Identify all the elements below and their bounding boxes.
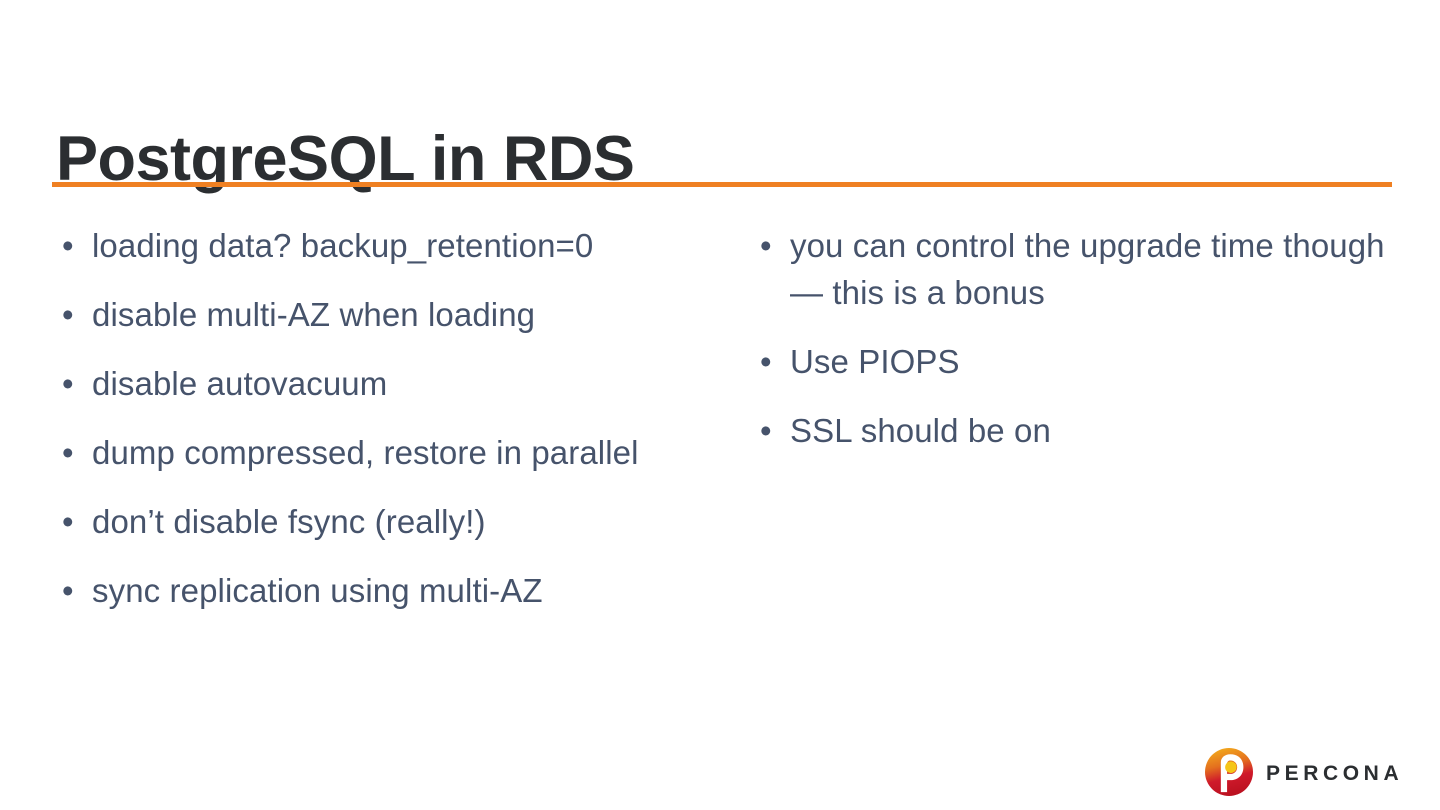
right-bullet-column: • you can control the upgrade time thoug… xyxy=(754,222,1414,454)
page-title: PostgreSQL in RDS xyxy=(56,124,635,195)
bullet-dot-icon: • xyxy=(62,365,74,402)
list-item-label: Use PIOPS xyxy=(790,343,960,380)
list-item: • disable autovacuum xyxy=(56,360,716,407)
percona-wordmark-label: PERCONA xyxy=(1266,761,1404,785)
left-bullet-column: • loading data? backup_retention=0 • dis… xyxy=(56,222,716,614)
bullet-dot-icon: • xyxy=(62,296,74,333)
list-item-label: disable multi-AZ when loading xyxy=(92,296,536,333)
list-item-label: don’t disable fsync (really!) xyxy=(92,503,486,540)
list-item: • sync replication using multi-AZ xyxy=(56,567,716,614)
bullet-dot-icon: • xyxy=(760,412,772,449)
list-item: • don’t disable fsync (really!) xyxy=(56,498,716,545)
list-item-label: dump compressed, restore in parallel xyxy=(92,434,639,471)
bullet-dot-icon: • xyxy=(62,227,74,264)
list-item: • dump compressed, restore in parallel xyxy=(56,429,716,476)
percona-logo: PERCONA xyxy=(1205,748,1403,796)
list-item: • loading data? backup_retention=0 xyxy=(56,222,716,269)
bullet-dot-icon: • xyxy=(62,434,74,471)
list-item-label: disable autovacuum xyxy=(92,365,388,402)
list-item: • Use PIOPS xyxy=(754,338,1414,385)
list-item: • SSL should be on xyxy=(754,407,1414,454)
bullet-dot-icon: • xyxy=(760,227,772,264)
list-item-label: sync replication using multi-AZ xyxy=(92,572,543,609)
title-divider-rule xyxy=(52,182,1392,187)
list-item-label: SSL should be on xyxy=(790,412,1051,449)
list-item: • you can control the upgrade time thoug… xyxy=(754,222,1414,316)
list-item-label: loading data? backup_retention=0 xyxy=(92,227,594,264)
list-item: • disable multi-AZ when loading xyxy=(56,291,716,338)
list-item-label: you can control the upgrade time though … xyxy=(790,227,1385,311)
percona-mark-icon xyxy=(1205,748,1253,796)
bullet-dot-icon: • xyxy=(760,343,772,380)
bullet-dot-icon: • xyxy=(62,572,74,609)
bullet-dot-icon: • xyxy=(62,503,74,540)
